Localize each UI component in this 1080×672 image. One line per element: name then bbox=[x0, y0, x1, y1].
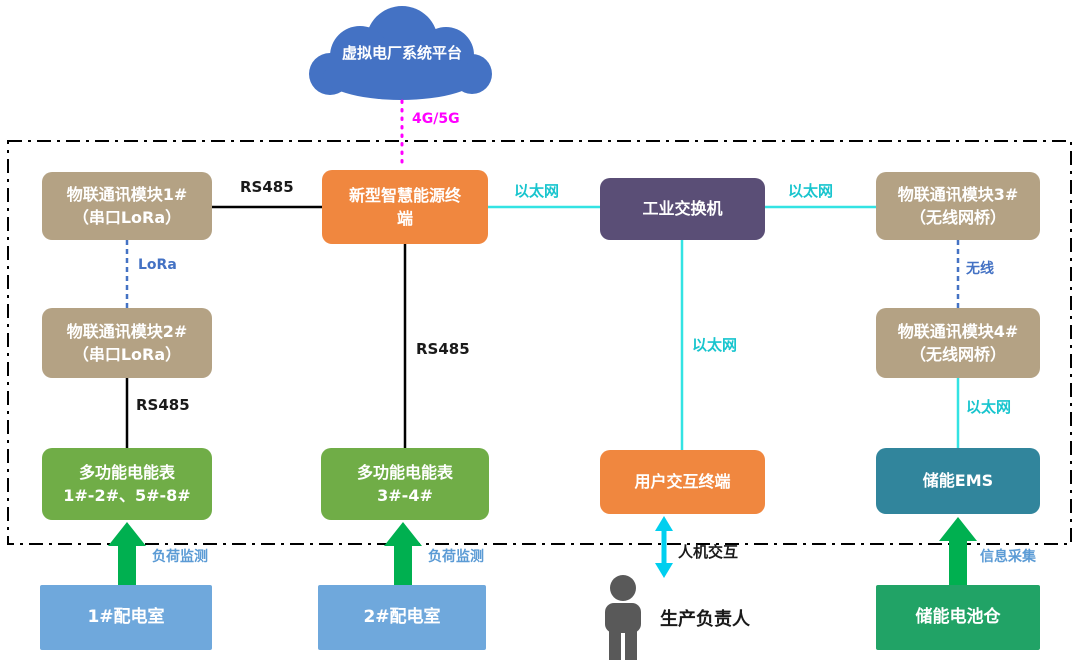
node-industrial-switch-label: 工业交换机 bbox=[642, 199, 723, 219]
link-label-4g5g: 4G/5G bbox=[412, 111, 460, 127]
node-meter-2-line2: 3#-4# bbox=[377, 486, 433, 505]
node-power-room-2-label: 2#配电室 bbox=[363, 607, 441, 628]
node-iot-module-2-line1: 物联通讯模块2# bbox=[66, 321, 188, 341]
cloud-platform-label: 虚拟电厂系统平台 bbox=[341, 44, 462, 62]
arrow-info-collect bbox=[939, 517, 977, 585]
node-iot-module-1-line1: 物联通讯模块1# bbox=[66, 184, 188, 204]
node-storage-ems-label: 储能EMS bbox=[922, 471, 994, 491]
node-iot-module-3-line1: 物联通讯模块3# bbox=[897, 184, 1019, 204]
person-icon bbox=[605, 575, 641, 660]
link-label-load-monitor-1: 负荷监测 bbox=[152, 549, 208, 565]
node-industrial-switch: 工业交换机 bbox=[600, 178, 765, 240]
arrow-hmi-interaction bbox=[655, 516, 673, 578]
node-power-room-1: 1#配电室 bbox=[40, 585, 212, 650]
link-label-wireless: 无线 bbox=[966, 261, 994, 277]
link-label-hmi-interaction: 人机交互 bbox=[678, 543, 739, 561]
link-label-rs485-top: RS485 bbox=[240, 178, 294, 196]
link-label-lora: LoRa bbox=[138, 257, 177, 273]
node-iot-module-4: 物联通讯模块4# （无线网桥） bbox=[876, 308, 1040, 378]
node-meter-1-line2: 1#-2#、5#-8# bbox=[63, 486, 191, 505]
link-label-ethernet-a: 以太网 bbox=[514, 182, 560, 200]
node-energy-terminal-label: 新型智慧能源终端 bbox=[348, 185, 461, 228]
node-user-terminal-label: 用户交互终端 bbox=[634, 472, 731, 492]
link-label-ethernet-b: 以太网 bbox=[788, 182, 834, 200]
node-iot-module-4-line2: （无线网桥） bbox=[909, 345, 1006, 364]
person-label: 生产负责人 bbox=[660, 609, 750, 630]
node-power-room-1-label: 1#配电室 bbox=[87, 607, 165, 628]
link-label-rs485-mid: RS485 bbox=[416, 340, 470, 358]
link-label-info-collect: 信息采集 bbox=[980, 549, 1036, 565]
cloud-icon bbox=[309, 6, 492, 100]
node-meter-2-line1: 多功能电能表 bbox=[356, 462, 453, 482]
node-battery-container: 储能电池仓 bbox=[876, 585, 1040, 650]
node-user-terminal: 用户交互终端 bbox=[600, 450, 765, 514]
node-battery-container-label: 储能电池仓 bbox=[915, 607, 1001, 628]
node-iot-module-3: 物联通讯模块3# （无线网桥） bbox=[876, 172, 1040, 240]
node-iot-module-1: 物联通讯模块1# （串口LoRa） bbox=[42, 172, 212, 240]
node-meter-2: 多功能电能表 3#-4# bbox=[321, 448, 489, 520]
node-iot-module-3-line2: （无线网桥） bbox=[909, 208, 1006, 227]
link-label-ethernet-d: 以太网 bbox=[966, 398, 1012, 416]
node-iot-module-2: 物联通讯模块2# （串口LoRa） bbox=[42, 308, 212, 378]
link-label-ethernet-c: 以太网 bbox=[692, 336, 738, 354]
arrow-load-monitor-2 bbox=[384, 522, 422, 585]
node-meter-1-line1: 多功能电能表 bbox=[78, 462, 175, 482]
node-energy-terminal: 新型智慧能源终端 bbox=[322, 170, 488, 244]
node-iot-module-1-line2: （串口LoRa） bbox=[72, 208, 182, 227]
link-label-load-monitor-2: 负荷监测 bbox=[428, 549, 484, 565]
boundary-dashed-border bbox=[7, 140, 1072, 545]
link-label-rs485-left: RS485 bbox=[136, 396, 190, 414]
node-power-room-2: 2#配电室 bbox=[318, 585, 486, 650]
node-meter-1: 多功能电能表 1#-2#、5#-8# bbox=[42, 448, 212, 520]
node-iot-module-4-line1: 物联通讯模块4# bbox=[897, 321, 1019, 341]
node-iot-module-2-line2: （串口LoRa） bbox=[72, 345, 182, 364]
node-storage-ems: 储能EMS bbox=[876, 448, 1040, 514]
arrow-load-monitor-1 bbox=[108, 522, 146, 585]
